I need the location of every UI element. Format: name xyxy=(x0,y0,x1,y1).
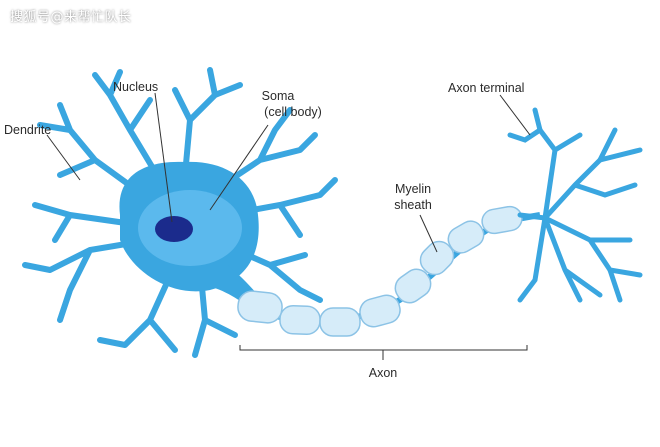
watermark-text: 搜狐号@来帮忙队长 xyxy=(10,10,132,25)
label-soma: Soma xyxy=(262,89,295,103)
label-axon-terminal: Axon terminal xyxy=(448,81,524,95)
label-cell-body: (cell body) xyxy=(264,105,322,119)
leader-lines xyxy=(46,92,531,360)
axon-terminal-branches xyxy=(507,107,643,303)
myelin-segments xyxy=(237,205,523,337)
label-myelin: Myelin xyxy=(395,182,431,196)
nucleus-shape xyxy=(155,216,193,242)
label-nucleus: Nucleus xyxy=(113,80,158,94)
label-sheath: sheath xyxy=(394,198,432,212)
label-axon: Axon xyxy=(369,366,398,380)
label-dendrite: Dendrite xyxy=(4,123,51,137)
